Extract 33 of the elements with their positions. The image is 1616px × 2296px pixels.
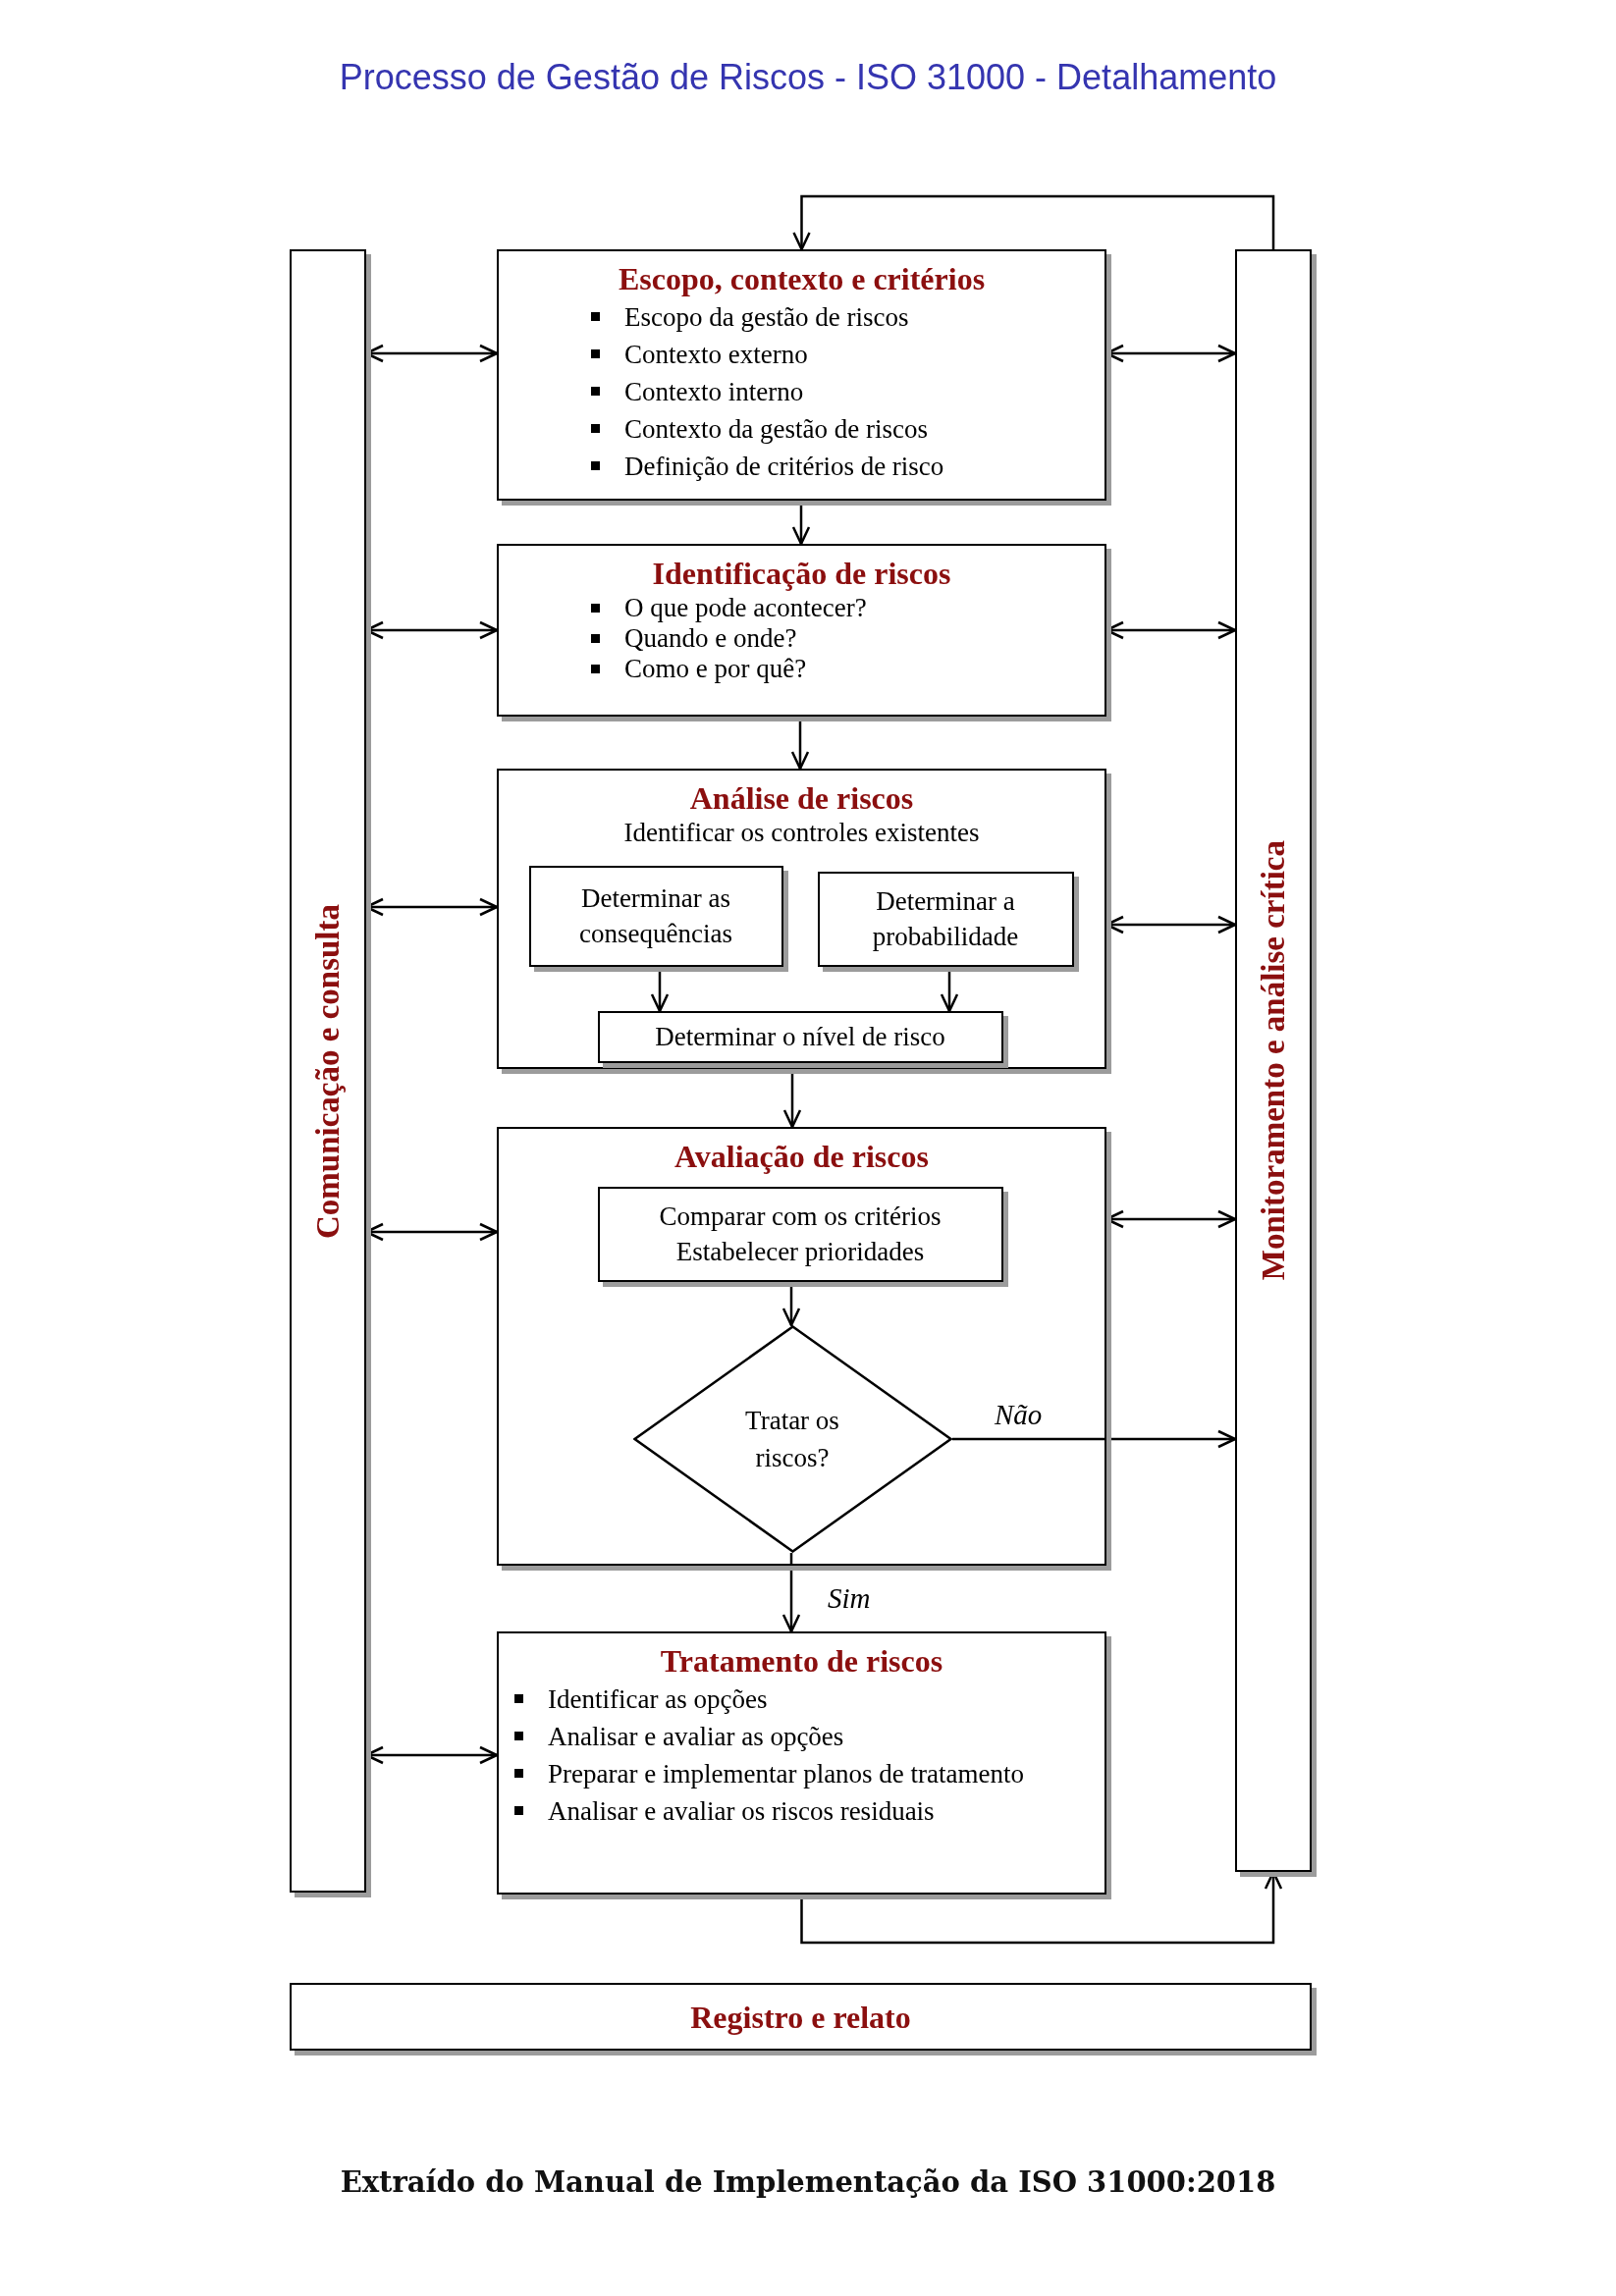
arrow bbox=[792, 194, 1275, 251]
bullet-item: Preparar e implementar planos de tratamento bbox=[548, 1759, 1025, 1789]
arrow bbox=[781, 1553, 801, 1633]
task-text: Comparar com os critérios bbox=[659, 1201, 942, 1233]
bullet-item: Escopo da gestão de riscos bbox=[624, 302, 909, 332]
decision-text: Tratar os riscos? bbox=[744, 1404, 840, 1474]
box-heading: Registro e relato bbox=[690, 1999, 911, 2035]
task-text: Determinar o nível de risco bbox=[655, 1021, 945, 1053]
arrow bbox=[952, 1429, 1237, 1449]
task-text: Determinar a probabilidade bbox=[871, 885, 1020, 953]
decision-diamond bbox=[632, 1324, 952, 1553]
box-heading: Identificação de riscos bbox=[651, 555, 952, 593]
box-heading: Análise de riscos bbox=[688, 779, 915, 818]
bullet-item: Contexto da gestão de riscos bbox=[624, 414, 928, 444]
bullet-item: Analisar e avaliar as opções bbox=[548, 1722, 844, 1751]
box-heading: Avaliação de riscos bbox=[673, 1138, 930, 1176]
bullet-item: O que pode acontecer? bbox=[624, 593, 867, 622]
bullet-item: Contexto externo bbox=[624, 340, 808, 369]
box-heading: Tratamento de riscos bbox=[659, 1642, 944, 1681]
task-text: Determinar as consequências bbox=[578, 882, 733, 950]
bullet-item: Identificar as opções bbox=[548, 1684, 768, 1714]
diagram-title: Processo de Gestão de Riscos - ISO 31000 - Detalhamento bbox=[338, 57, 1278, 98]
box-subtitle: Identificar os controles existentes bbox=[622, 818, 981, 848]
bullet-item: Analisar e avaliar os riscos residuais bbox=[548, 1796, 935, 1826]
task-text: Estabelecer prioridades bbox=[675, 1236, 925, 1268]
box-heading: Escopo, contexto e critérios bbox=[617, 260, 987, 298]
bullet-item: Como e por quê? bbox=[624, 654, 807, 683]
bullet-item: Quando e onde? bbox=[624, 623, 797, 653]
bullet-item: Definição de critérios de risco bbox=[624, 452, 944, 481]
source-caption: Extraído do Manual de Implementação da ISO 31000:2018 bbox=[339, 2165, 1277, 2199]
column-label: Monitoramento e análise crítica bbox=[1255, 840, 1292, 1281]
bullet-item: Contexto interno bbox=[624, 377, 804, 406]
column-label: Comunicação e consulta bbox=[309, 903, 347, 1239]
